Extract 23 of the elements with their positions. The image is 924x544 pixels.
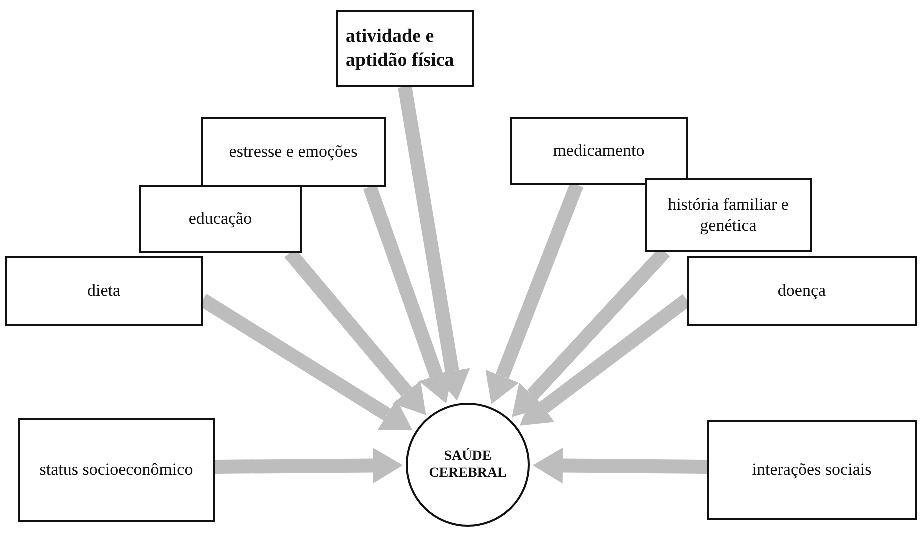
node-label: história familiar e genética — [667, 194, 790, 236]
factor-box — [687, 256, 917, 326]
node-label: educação — [188, 208, 252, 230]
factor-box — [139, 185, 302, 253]
node-label: doença — [778, 280, 826, 302]
factor-box — [5, 256, 203, 326]
arrow — [398, 86, 470, 401]
node-label: interações sociais — [752, 459, 872, 481]
node-label: status socioeconômico — [40, 459, 194, 481]
factor-box — [510, 117, 688, 185]
node-label: SAÚDE CEREBRAL — [428, 448, 508, 482]
factor-box — [645, 178, 812, 252]
factor-box — [18, 418, 215, 522]
node-label: dieta — [87, 280, 121, 302]
arrow — [214, 448, 403, 484]
factor-box — [707, 420, 917, 520]
node-label: estresse e emoções — [229, 141, 358, 163]
node-label: medicamento — [553, 140, 645, 162]
factor-box — [201, 117, 386, 187]
factor-box — [336, 10, 474, 87]
arrow — [533, 448, 708, 484]
node-label: atividade e aptidão física — [346, 24, 456, 72]
arrow — [363, 184, 454, 404]
